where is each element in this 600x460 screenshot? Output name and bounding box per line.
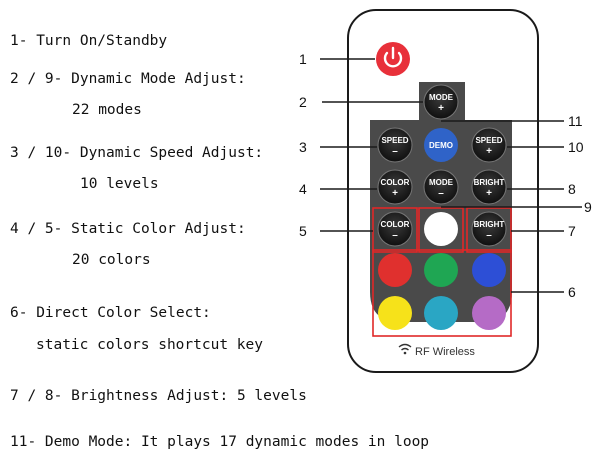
purple-color-button[interactable] bbox=[472, 296, 506, 330]
callout-5: 5 bbox=[299, 223, 307, 239]
bright-minus-label: BRIGHT bbox=[474, 220, 505, 229]
legend-line-2: 2 / 9- Dynamic Mode Adjust: bbox=[10, 71, 246, 87]
speed-plus-sign: + bbox=[486, 146, 492, 157]
demo-button[interactable]: DEMO bbox=[424, 128, 458, 162]
callout-8: 8 bbox=[568, 181, 576, 197]
bright-plus-label: BRIGHT bbox=[474, 178, 505, 187]
legend-line-1: 1- Turn On/Standby bbox=[10, 33, 168, 49]
white-color-button[interactable] bbox=[424, 212, 458, 246]
bright-minus-button[interactable]: BRIGHT – bbox=[471, 211, 507, 247]
legend-line-3-detail: 10 levels bbox=[80, 176, 159, 192]
callout-lines bbox=[320, 58, 582, 293]
mode-minus-button[interactable]: MODE – bbox=[423, 169, 459, 205]
legend-line-6-detail: static colors shortcut key bbox=[36, 337, 263, 353]
highlight-boxes bbox=[372, 207, 512, 337]
power-icon bbox=[383, 46, 403, 68]
callout-3: 3 bbox=[299, 139, 307, 155]
legend-line-3: 3 / 10- Dynamic Speed Adjust: bbox=[10, 145, 264, 161]
mode-plus-sign: + bbox=[438, 103, 444, 114]
color-plus-sign: + bbox=[392, 188, 398, 199]
legend-line-11: 11- Demo Mode: It plays 17 dynamic modes… bbox=[10, 434, 430, 450]
callout-11: 11 bbox=[568, 113, 583, 129]
red-color-button[interactable] bbox=[378, 253, 412, 287]
mode-plus-label: MODE bbox=[429, 93, 454, 102]
speed-minus-button[interactable]: SPEED – bbox=[377, 127, 413, 163]
callout-numbers: 1 2 11 3 10 4 8 9 5 7 6 bbox=[299, 51, 592, 300]
speed-plus-button[interactable]: SPEED + bbox=[471, 127, 507, 163]
color-plus-button[interactable]: COLOR + bbox=[377, 169, 413, 205]
bright-plus-sign: + bbox=[486, 188, 492, 199]
color-plus-label: COLOR bbox=[381, 178, 410, 187]
speed-minus-label: SPEED bbox=[381, 136, 408, 145]
callout-6: 6 bbox=[568, 284, 576, 300]
yellow-color-button[interactable] bbox=[378, 296, 412, 330]
bright-plus-button[interactable]: BRIGHT + bbox=[471, 169, 507, 205]
callout-10: 10 bbox=[568, 139, 584, 155]
green-color-button[interactable] bbox=[424, 253, 458, 287]
demo-label: DEMO bbox=[429, 141, 453, 150]
color-minus-sign: – bbox=[392, 230, 398, 241]
callout-7: 7 bbox=[568, 223, 576, 239]
mode-minus-sign: – bbox=[438, 188, 444, 199]
wifi-icon bbox=[398, 343, 412, 355]
brand-label: RF Wireless bbox=[415, 346, 475, 358]
mode-minus-label: MODE bbox=[429, 178, 454, 187]
speed-plus-label: SPEED bbox=[475, 136, 502, 145]
callout-2: 2 bbox=[299, 94, 307, 110]
legend-line-4: 4 / 5- Static Color Adjust: bbox=[10, 221, 246, 237]
legend-line-7: 7 / 8- Brightness Adjust: 5 levels bbox=[10, 388, 307, 404]
legend-line-6: 6- Direct Color Select: bbox=[10, 305, 211, 321]
legend-line-4-detail: 20 colors bbox=[72, 252, 151, 268]
bright-minus-sign: – bbox=[486, 230, 492, 241]
color-minus-button[interactable]: COLOR – bbox=[377, 211, 413, 247]
teal-color-button[interactable] bbox=[424, 296, 458, 330]
color-minus-label: COLOR bbox=[381, 220, 410, 229]
power-button[interactable] bbox=[376, 42, 410, 76]
callout-9: 9 bbox=[584, 199, 592, 215]
callout-1: 1 bbox=[299, 51, 307, 67]
callout-4: 4 bbox=[299, 181, 307, 197]
mode-plus-button[interactable]: MODE + bbox=[423, 84, 459, 120]
legend-line-2-detail: 22 modes bbox=[72, 102, 142, 118]
blue-color-button[interactable] bbox=[472, 253, 506, 287]
speed-minus-sign: – bbox=[392, 146, 398, 157]
